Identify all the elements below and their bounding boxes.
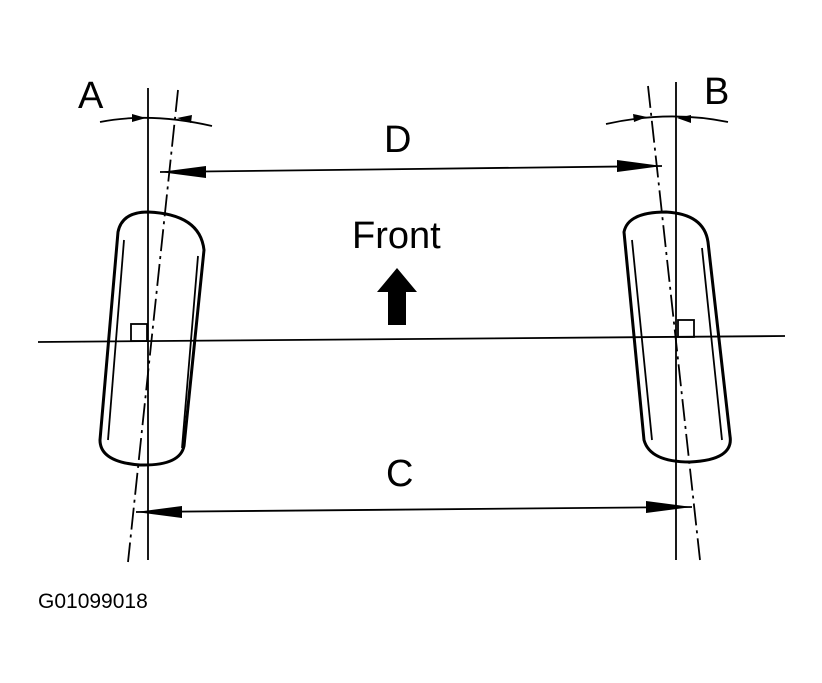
label-front: Front xyxy=(352,215,441,257)
dimension-d-arrow-left xyxy=(160,166,206,178)
label-a: A xyxy=(78,75,104,117)
right-angle-arrow-left xyxy=(633,114,647,122)
left-wheel-centerline xyxy=(127,89,179,563)
right-wheel xyxy=(605,82,732,561)
left-angle-arrow-left xyxy=(132,114,146,122)
left-tire-outline xyxy=(98,210,206,467)
left-tire-tread-inner xyxy=(107,239,125,441)
right-tire-outline xyxy=(622,210,732,464)
left-right-angle-marker xyxy=(130,323,148,342)
label-c: C xyxy=(386,453,413,495)
right-right-angle-marker xyxy=(677,319,695,338)
right-tire-tread-inner xyxy=(701,247,723,441)
label-d: D xyxy=(384,119,411,161)
right-tire-tread xyxy=(631,239,653,441)
left-wheel xyxy=(98,88,213,563)
left-tire-tread xyxy=(181,255,199,449)
dimension-d-line xyxy=(159,165,663,173)
axle-line xyxy=(37,335,786,343)
left-angle-arrow-right xyxy=(177,115,192,123)
right-wheel-centerline xyxy=(647,85,701,561)
dimension-c-arrow-left xyxy=(136,506,182,518)
left-angle-arc xyxy=(99,116,213,127)
right-angle-arc xyxy=(605,115,729,125)
dimension-c-line xyxy=(135,506,693,513)
label-b: B xyxy=(704,71,729,113)
up-arrow-icon xyxy=(377,268,417,325)
dimension-c-arrow-right xyxy=(646,501,692,513)
dimension-c xyxy=(135,501,693,518)
figure-code: G01099018 xyxy=(38,590,148,613)
dimension-d xyxy=(159,160,663,178)
dimension-d-arrow-right xyxy=(617,160,662,172)
right-angle-arrow-right xyxy=(677,115,691,123)
